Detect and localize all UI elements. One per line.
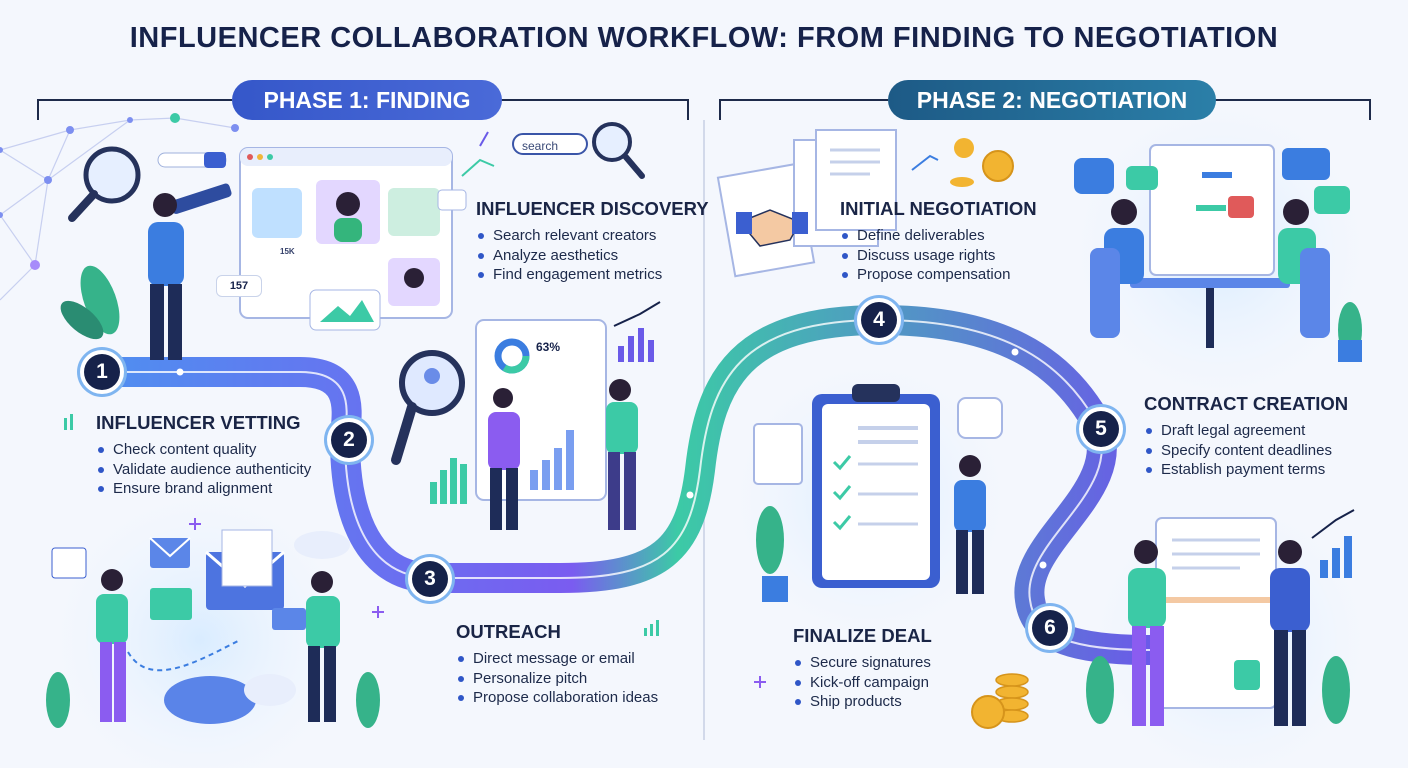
- telescope-person-illustration: [60, 146, 232, 360]
- step-bullet: Ship products: [793, 692, 932, 712]
- chat-bubble-icon: [1314, 186, 1350, 214]
- step-bullet: Personalize pitch: [456, 669, 658, 689]
- step-bullet: Establish payment terms: [1144, 460, 1348, 480]
- likes-count-badge: 157: [216, 275, 262, 297]
- decor-sparkles: [64, 414, 659, 636]
- envelope-icon: [150, 538, 190, 568]
- step-bullet: Check content quality: [96, 440, 311, 460]
- step-title: OUTREACH: [456, 621, 561, 642]
- step-bullet: Discuss usage rights: [840, 246, 1037, 266]
- step-5-contract-creation: CONTRACT CREATION Draft legal agreement …: [1144, 393, 1348, 480]
- phase2-bracket: [719, 99, 888, 120]
- step-bullet: Propose collaboration ideas: [456, 688, 658, 708]
- phase2-bracket: [1172, 99, 1371, 120]
- cloud-icon: [164, 676, 256, 724]
- phase1-bracket: [458, 99, 689, 120]
- stamp-icon: [1234, 660, 1260, 690]
- step-number-1: 1: [84, 354, 120, 390]
- analytics-illustration: [391, 301, 661, 530]
- step-bullet: Find engagement metrics: [476, 265, 709, 285]
- step-bullet: Secure signatures: [793, 653, 932, 673]
- step-title: INFLUENCER VETTING: [96, 412, 301, 433]
- phase-2-badge: PHASE 2: NEGOTIATION: [888, 80, 1216, 120]
- chat-bubble-icon: [1282, 148, 1330, 180]
- step-bullet: Validate audience authenticity: [96, 460, 311, 480]
- social-feed-window: [239, 147, 467, 331]
- step-title: CONTRACT CREATION: [1144, 393, 1349, 414]
- step-2-discovery: INFLUENCER DISCOVERY Search relevant cre…: [476, 198, 709, 285]
- step-number-4: 4: [861, 302, 897, 338]
- step-bullet: Ensure brand alignment: [96, 479, 311, 499]
- path-dots: [176, 348, 1047, 569]
- discovery-search-illustration: [461, 122, 645, 179]
- journey-path-center: [100, 318, 1151, 651]
- coin-icon: [982, 150, 1014, 182]
- phase1-bracket: [37, 99, 232, 120]
- clipboard-illustration: [753, 384, 1029, 729]
- step-6-finalize-deal: FINALIZE DEAL Secure signatures Kick-off…: [793, 625, 932, 712]
- envelope-icon: [150, 588, 192, 620]
- magnifier-icon: [83, 146, 141, 204]
- magnifier-icon: [592, 122, 632, 162]
- step-bullet: Direct message or email: [456, 649, 658, 669]
- plus-icon: [189, 518, 766, 688]
- thumbs-down-icon: [1228, 196, 1254, 218]
- chat-bubble-icon: [1126, 166, 1158, 190]
- phase-1-badge: PHASE 1: FINDING: [232, 80, 502, 120]
- negotiation-documents-illustration: [716, 129, 1014, 278]
- coin-icon: [971, 695, 1005, 729]
- network-graph-icon: [0, 117, 236, 301]
- search-input: search: [512, 133, 588, 155]
- step-title: INFLUENCER DISCOVERY: [476, 198, 709, 219]
- analytics-percent: 63%: [536, 340, 561, 354]
- step-bullet: Search relevant creators: [476, 226, 709, 246]
- checkmark-icon: [832, 455, 852, 531]
- step-4-initial-negotiation: INITIAL NEGOTIATION Define deliverables …: [840, 198, 1037, 285]
- contract-handshake-illustration: [1086, 509, 1355, 726]
- step-bullet: Define deliverables: [840, 226, 1037, 246]
- likes-small-label: 15K: [280, 247, 295, 256]
- step-title: FINALIZE DEAL: [793, 625, 932, 646]
- step-bullet: Draft legal agreement: [1144, 421, 1348, 441]
- step-number-5: 5: [1083, 411, 1119, 447]
- step-1-vetting: INFLUENCER VETTING Check content quality…: [96, 412, 311, 499]
- thumbs-up-icon: [1074, 158, 1114, 194]
- network-nodes: [0, 113, 239, 270]
- chat-bubble-icon: [957, 397, 1003, 439]
- step-number-6: 6: [1032, 610, 1068, 646]
- outreach-illustration: [46, 529, 380, 728]
- step-bullet: Analyze aesthetics: [476, 246, 709, 266]
- step-title: INITIAL NEGOTIATION: [840, 198, 1037, 219]
- meeting-illustration: [1074, 144, 1362, 362]
- step-bullet: Specify content deadlines: [1144, 441, 1348, 461]
- step-number-2: 2: [331, 422, 367, 458]
- page-title: INFLUENCER COLLABORATION WORKFLOW: FROM …: [129, 22, 1279, 54]
- step-bullet: Kick-off campaign: [793, 673, 932, 693]
- step-number-3: 3: [412, 561, 448, 597]
- step-3-outreach: OUTREACH Direct message or email Persona…: [456, 621, 658, 708]
- step-bullet: Propose compensation: [840, 265, 1037, 285]
- coin-icon: [954, 138, 974, 158]
